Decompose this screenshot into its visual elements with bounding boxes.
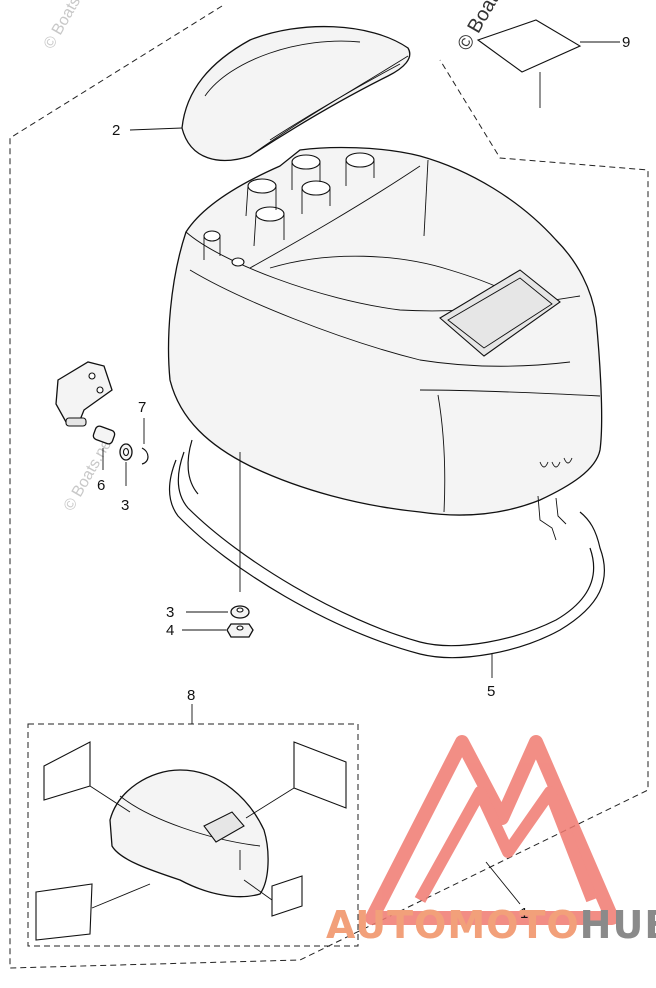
part-7-clip bbox=[141, 418, 149, 465]
part-8-decal-kit bbox=[27, 704, 359, 947]
cowling-tubes bbox=[203, 152, 375, 267]
callout-5: 5 bbox=[487, 683, 495, 700]
part-6-bracket-pin bbox=[55, 361, 116, 470]
automotohub-logo-mark bbox=[365, 735, 619, 925]
part-2-cap bbox=[129, 25, 411, 162]
assembly-boundary bbox=[9, 5, 649, 969]
part-9-decal bbox=[476, 19, 620, 108]
part-1-top-cowling bbox=[167, 146, 603, 592]
callout-8: 8 bbox=[187, 687, 195, 704]
logo-moto: MOTO bbox=[447, 903, 579, 947]
callout-1: 1 bbox=[520, 905, 528, 922]
part-4-nut bbox=[182, 623, 254, 638]
part-5-seal bbox=[168, 439, 605, 678]
callout-9: 9 bbox=[622, 34, 630, 51]
watermark-mid: © Boats.net bbox=[61, 432, 118, 514]
automotohub-logo-text: AUTOMOTOHUB bbox=[326, 903, 656, 947]
logo-hub: HUB bbox=[580, 903, 656, 947]
callout-4: 4 bbox=[166, 622, 174, 639]
callout-6: 6 bbox=[97, 477, 105, 494]
callout-3-upper: 3 bbox=[121, 497, 129, 514]
logo-auto: AUTO bbox=[326, 903, 447, 947]
part-3-washer-a bbox=[119, 443, 133, 486]
watermark-left: © Boats.net bbox=[41, 0, 98, 52]
callout-2: 2 bbox=[112, 122, 120, 139]
callout-3-lower: 3 bbox=[166, 604, 174, 621]
callout-7: 7 bbox=[138, 399, 146, 416]
part-3-washer-b bbox=[186, 605, 250, 619]
